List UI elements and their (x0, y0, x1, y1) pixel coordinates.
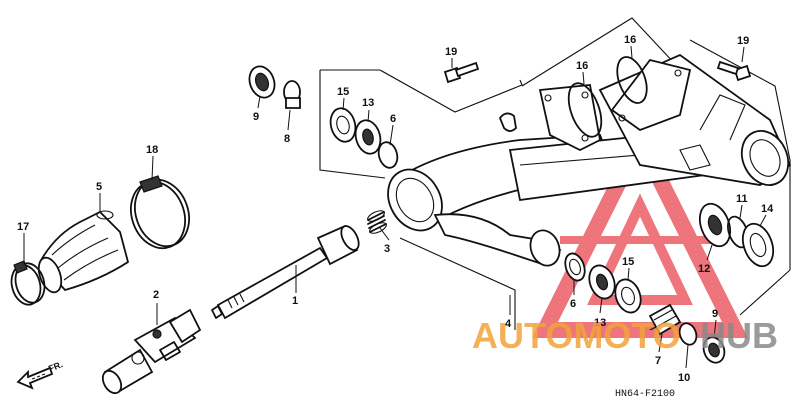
bolt-19-right (716, 60, 752, 82)
pivot-bolt-left (283, 80, 301, 109)
gasket-16-right (616, 56, 648, 104)
bearing-13-left (354, 119, 382, 155)
front-label: FR. (47, 359, 64, 374)
seal-14 (741, 222, 775, 268)
callout-6b: 6 (570, 298, 576, 310)
callout-3: 3 (384, 243, 390, 255)
callout-19a: 19 (445, 46, 457, 58)
watermark-word-hub: HUB (700, 315, 778, 356)
bearing-13-lower (588, 264, 616, 300)
callout-2: 2 (153, 289, 159, 301)
band-clamp-large (130, 175, 190, 250)
pivot-bolt-7 (648, 303, 682, 336)
rubber-boot (37, 210, 130, 294)
cap-6-lower (564, 252, 586, 282)
bearing-15-left (329, 107, 357, 143)
callout-7: 7 (655, 355, 661, 367)
callout-17: 17 (17, 221, 29, 233)
seal-9-lower (702, 336, 726, 364)
callout-9a: 9 (253, 111, 259, 123)
callout-14: 14 (761, 203, 774, 215)
callout-13b: 13 (594, 317, 606, 329)
locknut-10 (678, 322, 698, 346)
swingarm (387, 53, 792, 267)
bolt-19-left (443, 61, 480, 84)
front-direction-arrow: FR. (16, 359, 64, 390)
callout-16a: 16 (576, 60, 588, 72)
gasket-16-left (567, 82, 603, 138)
callout-9b: 9 (712, 308, 718, 320)
callout-11: 11 (736, 193, 748, 205)
callout-5: 5 (96, 181, 102, 193)
callout-19b: 19 (737, 35, 749, 47)
callout-12: 12 (698, 263, 710, 275)
callout-13a: 13 (362, 97, 374, 109)
watermark-word-automoto: AUTOMOTO (472, 315, 681, 356)
callout-15a: 15 (337, 86, 349, 98)
callout-8: 8 (284, 133, 290, 145)
drive-shaft (211, 224, 360, 320)
callout-16b: 16 (624, 34, 636, 46)
bearing-15-lower (614, 278, 642, 314)
callout-labels: 1 2 3 4 5 6 6 7 8 9 9 10 11 12 13 13 14 … (17, 34, 774, 384)
callout-4: 4 (505, 318, 512, 330)
assembly-outline (319, 17, 791, 331)
callout-10: 10 (678, 372, 690, 384)
oil-seal-left (248, 65, 276, 99)
callout-15b: 15 (622, 256, 634, 268)
diagram-code: HN64-F2100 (615, 389, 675, 400)
leader-lines (23, 45, 767, 369)
watermark-text: AUTOMOTO HUB (472, 315, 778, 356)
callout-1: 1 (292, 295, 298, 307)
universal-joint (101, 308, 202, 395)
callout-6a: 6 (390, 113, 396, 125)
bearing-12 (698, 202, 732, 248)
callout-18: 18 (146, 144, 158, 156)
spring (367, 210, 387, 234)
cap-6-left (377, 141, 399, 169)
